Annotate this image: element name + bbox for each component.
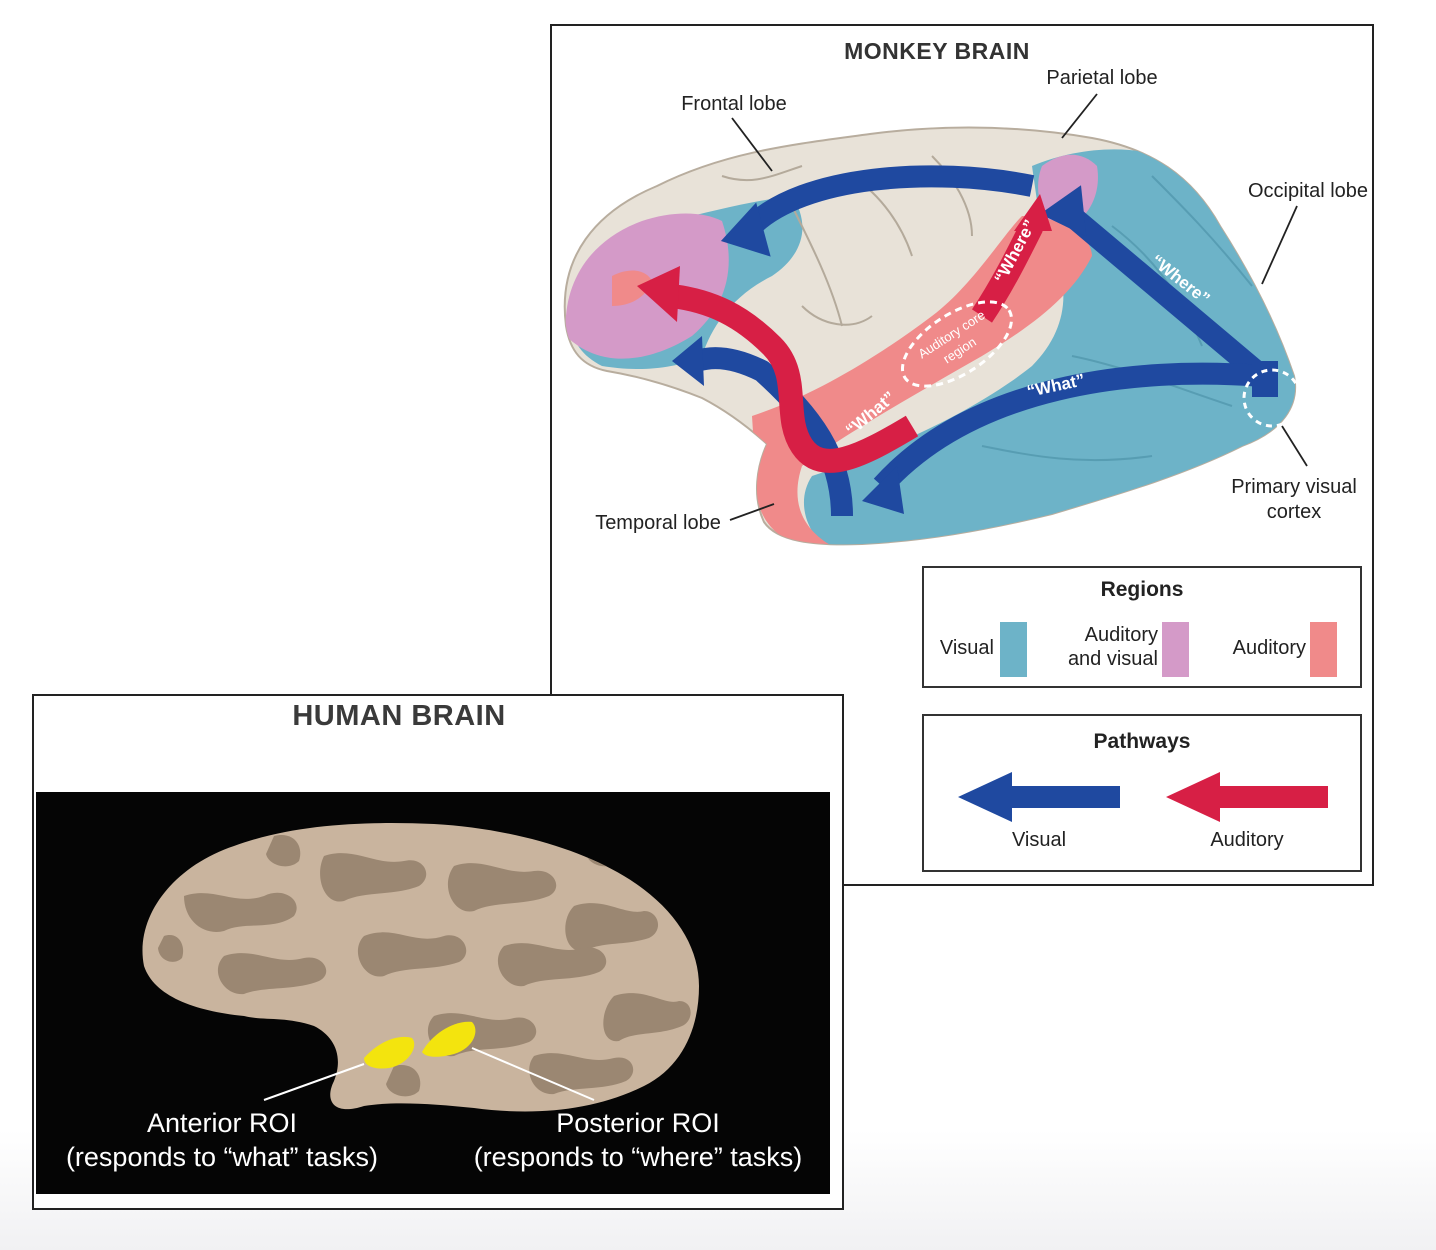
parietal-leader xyxy=(1061,93,1098,139)
pathways-legend-title: Pathways xyxy=(1093,730,1191,753)
legend-visual-arrow xyxy=(958,772,1120,822)
monkey-brain-panel: Auditory core region “Where” “What” “Whe… xyxy=(550,24,1374,886)
temporal-lobe-label: Temporal lobe xyxy=(595,512,721,534)
human-brain-panel: HUMAN BRAIN xyxy=(32,694,844,1210)
anterior-roi xyxy=(364,1036,415,1069)
legend-visual-label: Visual xyxy=(939,637,994,659)
temporal-leader xyxy=(729,503,775,521)
legend-auditory-arrow xyxy=(1166,772,1328,822)
legend-auditory-visual-label-line2: and visual xyxy=(1067,648,1158,670)
arrowhead-visual-down xyxy=(672,336,704,386)
auditory-pathways xyxy=(670,220,1043,473)
posterior-roi-leader xyxy=(471,1047,595,1101)
legend-auditory-visual-label-line1: Auditory xyxy=(1084,624,1158,646)
visual-where-pathway xyxy=(1064,207,1270,385)
pathways-legend: Pathways Visual Auditory xyxy=(922,714,1362,872)
auditory-arrowheads xyxy=(637,194,1052,322)
visual-what-pathway xyxy=(873,362,1263,494)
visual-pathways xyxy=(693,165,1270,517)
occipital-leader xyxy=(1261,205,1298,285)
legend-visual-pathway-label: Visual xyxy=(1011,829,1067,851)
monkey-brain-illustration: Auditory core region “Where” “What” “Whe… xyxy=(563,67,1368,546)
auditory-what-pathway xyxy=(670,284,919,473)
pathways-legend-arrows xyxy=(958,772,1328,822)
human-brain-title: HUMAN BRAIN xyxy=(292,700,506,732)
monkey-brain-title: MONKEY BRAIN xyxy=(844,38,1030,64)
human-brain-illustration: Anterior ROI (responds to “what” tasks) … xyxy=(36,792,830,1194)
visual-frontal-pathway xyxy=(744,165,1035,235)
auditory-core-region-outline xyxy=(900,300,1014,388)
arrowhead-visual-where xyxy=(1040,185,1087,237)
anterior-roi-label-line1: Anterior ROI xyxy=(147,1108,297,1138)
visual-down-pathway xyxy=(693,347,853,517)
regions-legend-title: Regions xyxy=(1100,578,1184,601)
leader-lines xyxy=(729,93,1308,521)
primary-visual-label-line2: cortex xyxy=(1267,501,1321,523)
posterior-roi xyxy=(422,1021,476,1057)
legend-auditory-visual-swatch xyxy=(1162,622,1189,677)
legend-auditory-swatch xyxy=(1310,622,1337,677)
legend-visual-swatch xyxy=(1000,622,1027,677)
arrowhead-visual-frontal xyxy=(720,202,771,257)
posterior-roi-label-line2: (responds to “where” tasks) xyxy=(474,1142,803,1172)
region-auditory-frontal xyxy=(612,270,652,306)
arrowhead-visual-what xyxy=(862,466,904,514)
auditory-where-pathway xyxy=(972,220,1043,323)
anterior-roi-label-line2: (responds to “what” tasks) xyxy=(66,1142,378,1172)
regions-legend: Regions Visual Auditory and visual Audit… xyxy=(922,566,1362,688)
arrowhead-auditory-where xyxy=(1014,194,1052,231)
frontal-leader xyxy=(731,117,773,172)
parietal-lobe-label: Parietal lobe xyxy=(1046,67,1157,89)
frontal-lobe-label: Frontal lobe xyxy=(681,93,787,115)
primary-visual-cortex-outline xyxy=(1242,368,1302,428)
legend-auditory-label: Auditory xyxy=(1232,637,1306,659)
occipital-lobe-label: Occipital lobe xyxy=(1248,180,1368,202)
visual-arrowheads xyxy=(672,185,1087,514)
anterior-roi-leader xyxy=(263,1063,365,1101)
posterior-roi-label-line1: Posterior ROI xyxy=(556,1108,720,1138)
legend-auditory-pathway-label: Auditory xyxy=(1210,829,1284,851)
arrowhead-auditory-what xyxy=(637,266,680,322)
cortex-folds xyxy=(721,155,973,327)
primary-visual-label-line1: Primary visual xyxy=(1231,476,1357,498)
primary-visual-leader xyxy=(1281,425,1308,467)
primary-visual-cortex-block xyxy=(1252,361,1278,397)
